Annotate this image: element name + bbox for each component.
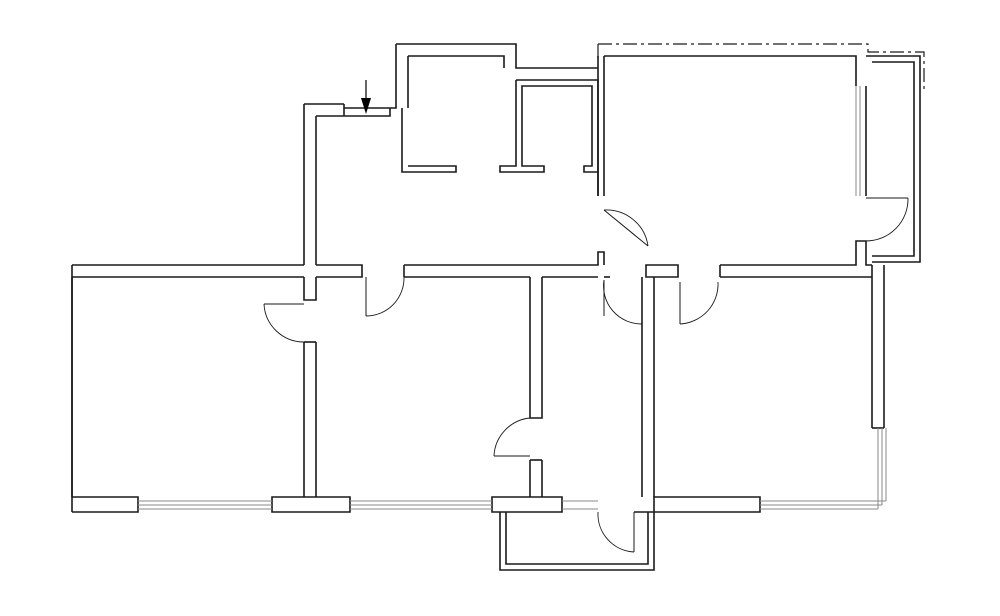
exterior-walls — [71, 43, 885, 513]
windows — [138, 86, 887, 510]
south-balcony — [499, 512, 655, 571]
entrance-arrow-icon — [361, 80, 371, 114]
doors — [263, 197, 909, 553]
interior-walls — [303, 55, 872, 497]
east-balcony — [597, 43, 925, 263]
